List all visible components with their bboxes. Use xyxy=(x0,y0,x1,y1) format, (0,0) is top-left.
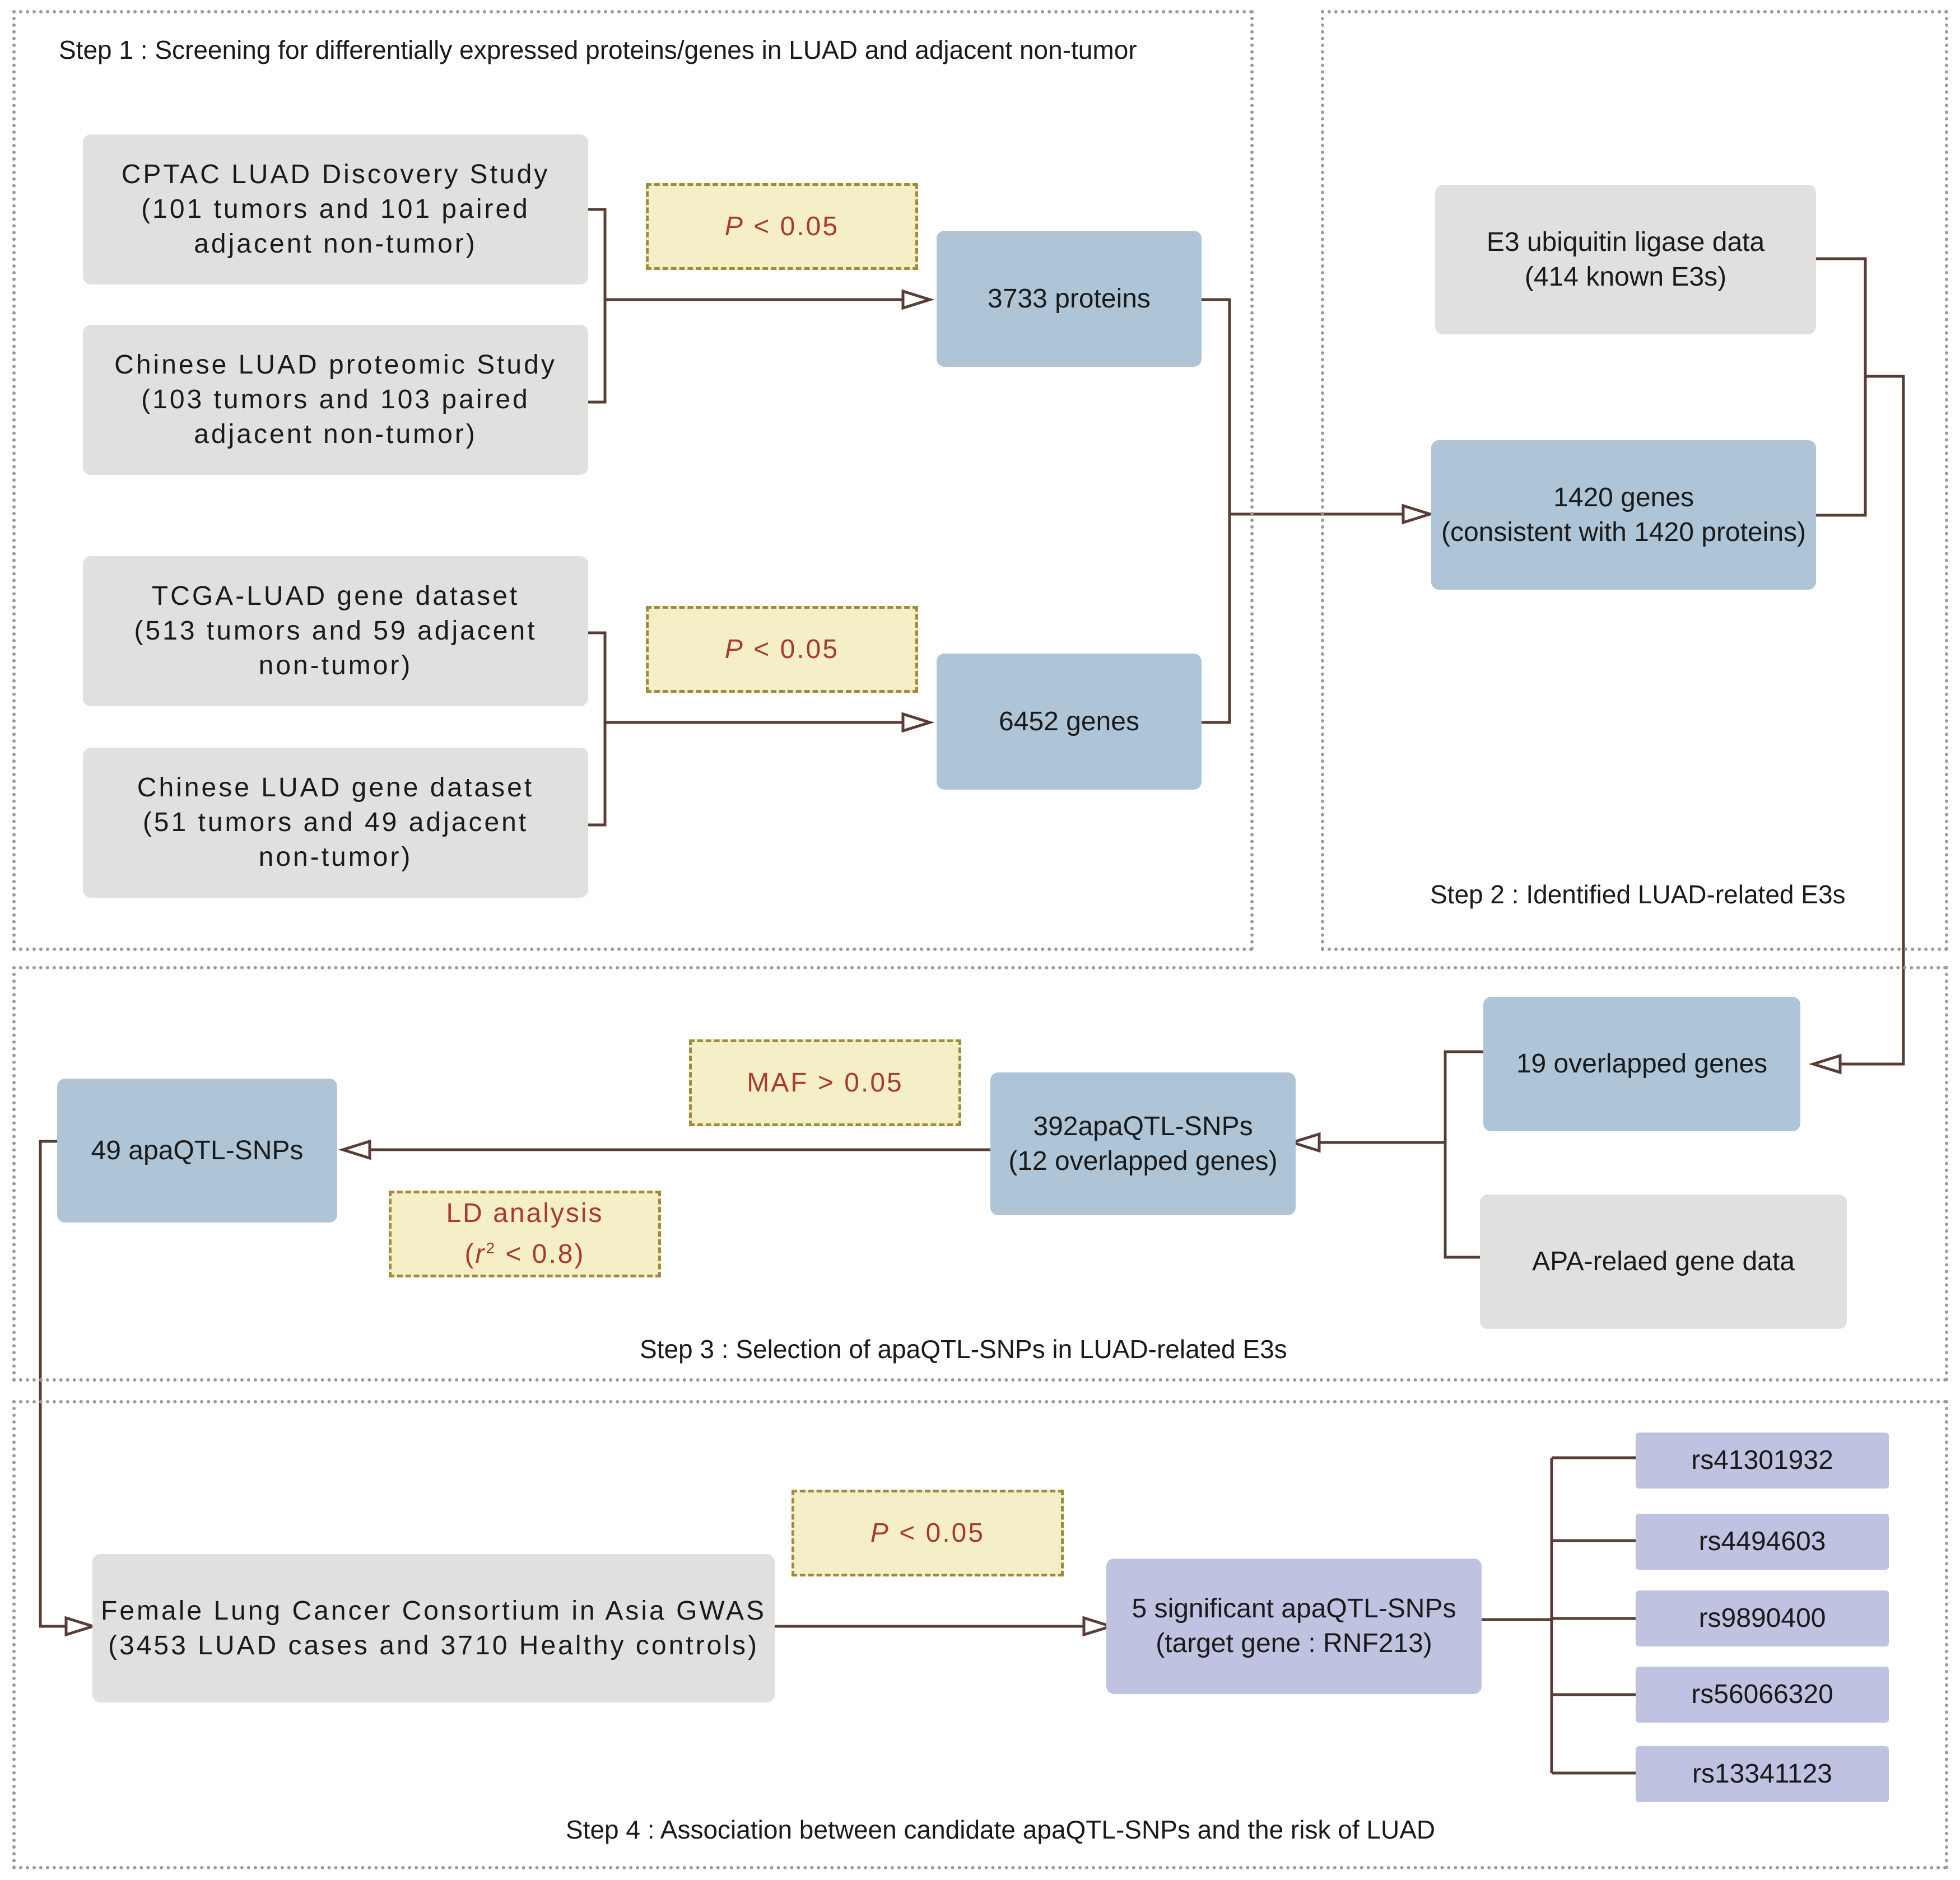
apaqtl-snps-49-box: 49 apaQTL-SNPs xyxy=(57,1079,337,1223)
connector-e3-to-overlapped xyxy=(1815,257,1905,1066)
step1-panel xyxy=(12,10,1254,951)
step4-title: Step 4 : Association between candidate a… xyxy=(566,1815,1436,1844)
arrowhead-significant xyxy=(1082,1616,1116,1637)
step1-title: Step 1 : Screening for differentially ex… xyxy=(59,35,1137,64)
step4-panel xyxy=(12,1400,1948,1869)
apaqtl-snps-392-box: 392apaQTL-SNPs (12 overlapped genes) xyxy=(990,1072,1296,1215)
genes-1420-box: 1420 genes (consistent with 1420 protein… xyxy=(1431,440,1816,590)
snp-rs56066320: rs56066320 xyxy=(1636,1667,1889,1723)
step2-title: Step 2 : Identified LUAD-related E3s xyxy=(1430,880,1846,909)
arrowhead-gwas xyxy=(64,1616,98,1637)
connector-49-to-gwas xyxy=(39,1140,66,1628)
p-value-criterion-genes: P < 0.05 xyxy=(646,606,918,693)
connector-apa-to-392 xyxy=(1319,1050,1483,1259)
connector-significant-to-snps xyxy=(1482,1456,1637,1775)
arrowhead-proteins xyxy=(901,289,935,310)
connector-transcriptomics-to-genes xyxy=(588,631,903,827)
step2-panel xyxy=(1321,10,1948,951)
chinese-proteomic-study-box: Chinese LUAD proteomic Study (103 tumors… xyxy=(83,325,588,475)
significant-apaqtl-snps-box: 5 significant apaQTL-SNPs (target gene :… xyxy=(1106,1559,1482,1694)
connector-merge-to-1420-genes xyxy=(1202,298,1403,724)
arrowhead-1420-genes xyxy=(1402,503,1435,525)
snp-rs4494603: rs4494603 xyxy=(1636,1514,1889,1570)
step3-panel xyxy=(12,966,1948,1382)
chinese-gene-dataset-box: Chinese LUAD gene dataset (51 tumors and… xyxy=(83,748,588,898)
connector-proteomics-to-proteins xyxy=(588,208,903,404)
flcca-gwas-box: Female Lung Cancer Consortium in Asia GW… xyxy=(92,1554,775,1702)
p-value-criterion-gwas: P < 0.05 xyxy=(792,1490,1064,1576)
snp-rs41301932: rs41301932 xyxy=(1636,1433,1889,1489)
snp-rs9890400: rs9890400 xyxy=(1636,1590,1889,1646)
arrowhead-genes xyxy=(901,712,935,733)
proteins-3733-box: 3733 proteins xyxy=(937,231,1202,367)
maf-criterion: MAF > 0.05 xyxy=(689,1039,961,1126)
genes-6452-box: 6452 genes xyxy=(937,654,1202,790)
arrowhead-392 xyxy=(1287,1132,1321,1153)
tcga-luad-dataset-box: TCGA-LUAD gene dataset (513 tumors and 5… xyxy=(83,556,588,706)
snp-rs13341123: rs13341123 xyxy=(1636,1746,1889,1802)
apa-related-gene-data-box: APA-relaed gene data xyxy=(1480,1195,1847,1329)
step3-title: Step 3 : Selection of apaQTL-SNPs in LUA… xyxy=(640,1335,1287,1364)
arrowhead-49 xyxy=(338,1139,371,1160)
arrowhead-19-overlapped xyxy=(1808,1053,1842,1075)
e3-ubiquitin-ligase-data-box: E3 ubiquitin ligase data (414 known E3s) xyxy=(1435,185,1816,334)
p-value-criterion-proteins: P < 0.05 xyxy=(646,183,918,270)
cptac-study-box: CPTAC LUAD Discovery Study (101 tumors a… xyxy=(83,134,588,284)
overlapped-genes-19-box: 19 overlapped genes xyxy=(1483,997,1800,1131)
ld-analysis-criterion: LD analysis (r2 < 0.8) xyxy=(389,1191,661,1277)
